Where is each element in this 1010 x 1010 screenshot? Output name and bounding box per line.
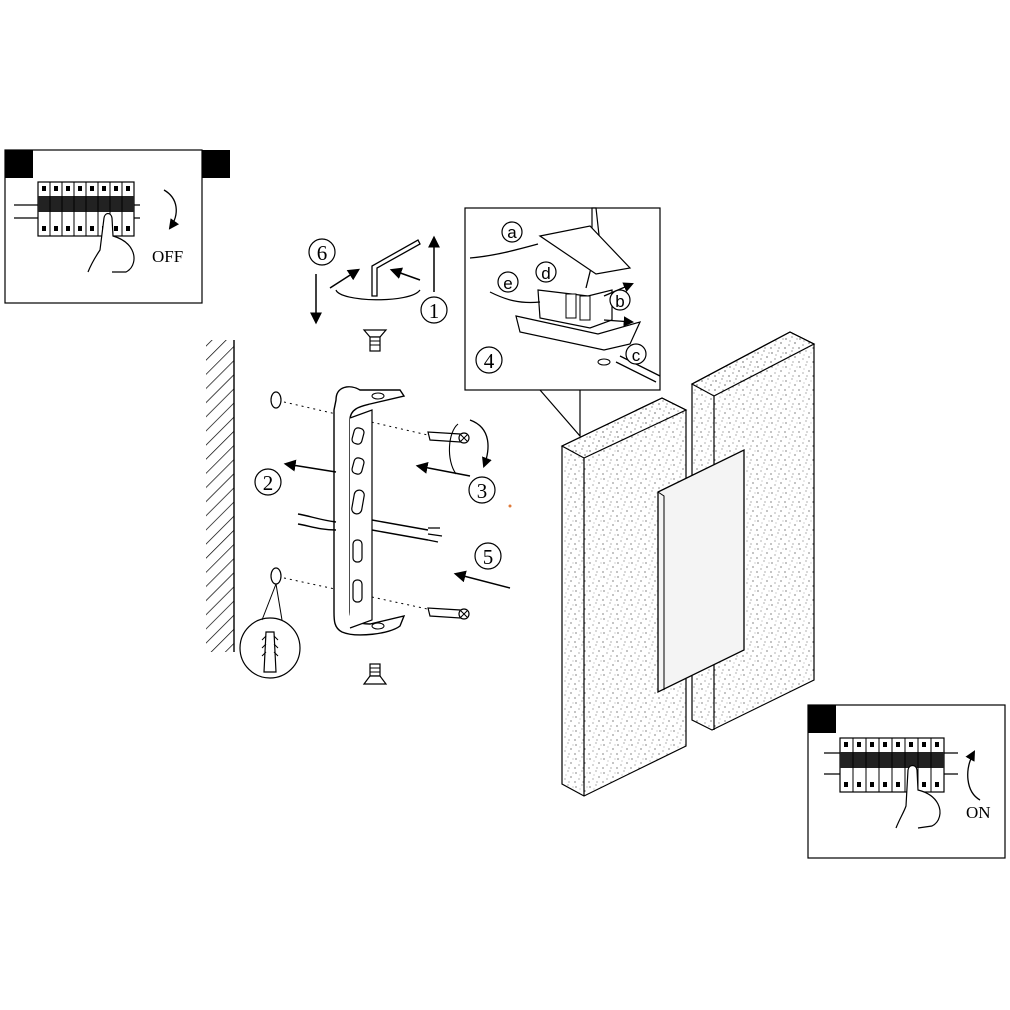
breaker-panel-icon: [14, 181, 140, 237]
detail-box-wiring: a b c d e 4: [464, 207, 661, 438]
screw-icon: [362, 329, 388, 352]
detail-label-b: b: [615, 292, 624, 311]
screw-icon: [427, 607, 470, 620]
arrow-icon: [453, 570, 511, 589]
drill-hole-top: [270, 391, 282, 409]
step-1-marker: 1: [420, 296, 448, 324]
step-3-marker: 3: [468, 476, 496, 504]
detail-label-a: a: [507, 223, 517, 242]
allen-key-group: [310, 235, 440, 325]
drill-hole-bottom: [270, 567, 282, 585]
rotate-arrow-icon: [329, 268, 361, 289]
wall-plug-icon: [239, 583, 301, 679]
screw-icon: [427, 431, 470, 444]
glass-panel: [657, 448, 745, 694]
cable-icon: [297, 513, 443, 543]
step-5-marker: 5: [474, 542, 502, 570]
on-label: ON: [966, 803, 991, 822]
allen-key-icon: [371, 239, 421, 297]
rotate-arrow-icon: [469, 419, 492, 468]
arrow-icon: [283, 459, 337, 473]
terminal-block-icon: [515, 225, 642, 366]
orange-dot: [508, 504, 512, 508]
step-2-marker: 2: [254, 468, 282, 496]
step-6-label: 6: [317, 241, 328, 265]
step-4-label: 4: [484, 349, 495, 373]
mounting-bracket-icon: [333, 386, 406, 636]
lamp-icon: [560, 331, 816, 797]
hand-icon: [895, 764, 941, 829]
breaker-panel-on: ON: [807, 704, 1006, 859]
step-5-label: 5: [483, 545, 494, 569]
step-3-label: 3: [477, 479, 488, 503]
curved-arrow-down-icon: [163, 189, 180, 230]
screw-icon: [362, 663, 388, 685]
hand-icon: [87, 212, 135, 273]
detail-label-c: c: [632, 346, 641, 365]
curved-arrow-up-icon: [965, 750, 981, 801]
rotate-arrow-icon: [389, 267, 421, 281]
off-label: OFF: [152, 247, 183, 266]
step-1-label: 1: [429, 299, 440, 323]
detail-label-d: d: [541, 264, 550, 283]
detail-label-e: e: [503, 274, 512, 293]
breaker-panel-icon: [824, 737, 958, 793]
step-6-marker: 6: [308, 238, 336, 266]
step-2-label: 2: [263, 471, 274, 495]
breaker-panel-off: OFF: [4, 149, 230, 304]
arrow-icon: [415, 461, 471, 477]
wall: [206, 340, 235, 652]
